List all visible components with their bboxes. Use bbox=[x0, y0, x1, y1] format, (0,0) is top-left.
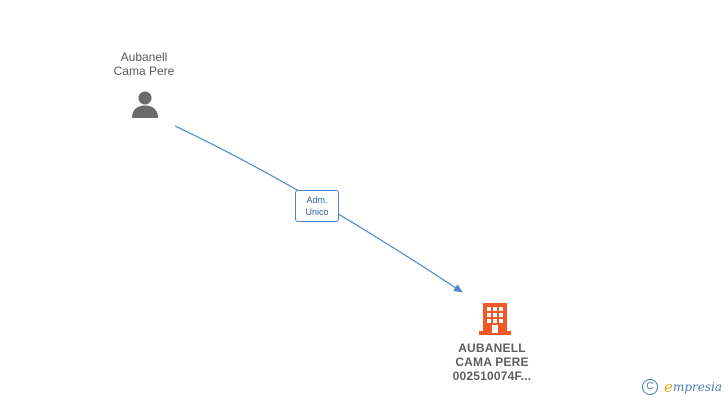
brand-name: mpresia bbox=[672, 380, 722, 394]
company-name-line1: AUBANELL bbox=[458, 341, 526, 355]
relation-badge[interactable]: Adm. Unico bbox=[295, 190, 339, 222]
brand-initial: e bbox=[664, 378, 673, 396]
copyright-icon: C bbox=[642, 379, 659, 395]
person-name-line1: Aubanell bbox=[120, 50, 168, 64]
building-icon[interactable] bbox=[479, 301, 511, 335]
person-icon[interactable] bbox=[130, 90, 160, 120]
relation-role-line1: Adm. bbox=[306, 195, 328, 205]
company-name-line3: 002510074F... bbox=[452, 369, 532, 383]
relation-role-line2: Unico bbox=[305, 207, 329, 217]
empresia-watermark: C e mpresia bbox=[642, 378, 722, 396]
person-node-label[interactable]: Aubanell Cama Pere bbox=[92, 50, 196, 78]
person-name-line2: Cama Pere bbox=[113, 64, 175, 78]
company-node-label[interactable]: AUBANELL CAMA PERE 002510074F... bbox=[432, 341, 552, 383]
company-name-line2: CAMA PERE bbox=[455, 355, 529, 369]
